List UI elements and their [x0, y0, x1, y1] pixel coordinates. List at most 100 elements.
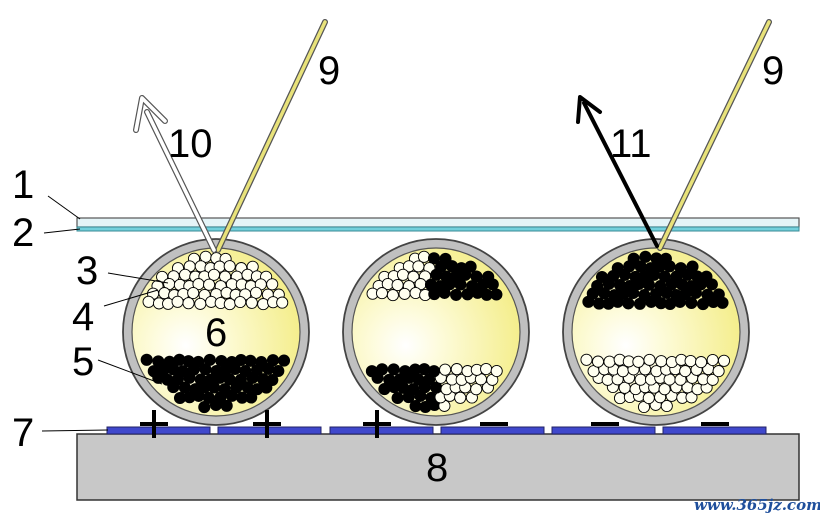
black-particle — [383, 373, 396, 386]
black-particle — [427, 365, 441, 378]
white-particle — [276, 296, 289, 309]
black-particle — [272, 364, 285, 378]
black-particle — [611, 295, 624, 308]
white-particle — [203, 278, 216, 291]
black-particle — [461, 288, 474, 301]
electrode-polarity-signs — [140, 410, 729, 438]
black-particle — [490, 288, 503, 301]
polarity-sign-text: + — [0, 0, 1, 1]
black-particle — [428, 288, 441, 301]
black-particle — [673, 295, 687, 308]
black-particle — [244, 354, 257, 367]
label-2: 2 — [12, 211, 34, 255]
black-particle — [391, 391, 404, 405]
black-particle — [696, 298, 710, 311]
leader-lines — [41, 195, 169, 432]
white-particle — [171, 295, 184, 308]
label-9-right: 9 — [762, 49, 784, 93]
white-particle — [187, 286, 200, 300]
incident-light-ray-right — [657, 19, 772, 251]
black-particle — [387, 363, 400, 376]
black-particle — [430, 268, 443, 281]
black-particle — [705, 278, 718, 291]
reflected-light-arrow — [133, 95, 217, 253]
label-9-left: 9 — [318, 49, 340, 93]
black-particle — [218, 383, 231, 396]
black-particle — [255, 356, 268, 369]
black-particle — [202, 391, 215, 404]
black-particle — [663, 260, 676, 273]
black-particle — [152, 355, 165, 368]
white-particle — [439, 363, 452, 376]
black-particle — [582, 295, 595, 308]
white-particle — [182, 297, 195, 310]
white-particle — [142, 295, 155, 308]
black-particle — [140, 353, 153, 366]
white-particle — [375, 287, 389, 300]
white-particle — [660, 399, 673, 413]
label-4: 4 — [72, 295, 94, 339]
incident-light-ray-left — [215, 19, 328, 253]
white-particle — [706, 353, 719, 367]
label-8: 8 — [426, 446, 448, 490]
transparent-electrode-layer — [76, 226, 800, 232]
white-particle — [480, 362, 493, 376]
substrate — [76, 433, 800, 501]
black-particle — [664, 297, 677, 311]
black-particle — [627, 286, 640, 300]
electrodes — [106, 426, 767, 435]
black-particle — [454, 278, 467, 291]
sign-plus — [253, 410, 281, 438]
black-particle — [376, 363, 389, 376]
capsule-1 — [122, 238, 310, 426]
black-particle — [450, 288, 463, 301]
black-particle — [685, 296, 698, 310]
white-particle — [396, 268, 410, 281]
black-particle — [486, 278, 499, 291]
top-glass-layer — [76, 217, 800, 228]
white-particle — [179, 268, 192, 281]
white-particle — [490, 364, 503, 378]
black-particle — [716, 296, 729, 309]
electrode — [440, 426, 545, 435]
black-particle — [161, 373, 174, 386]
sign-plus — [363, 410, 391, 438]
electrode — [106, 426, 211, 435]
black-particle — [407, 383, 420, 396]
white-particle — [470, 383, 483, 396]
capsule-3 — [562, 238, 750, 426]
white-particle — [717, 354, 731, 367]
white-particle — [194, 260, 207, 273]
white-particle — [706, 373, 719, 386]
white-particle — [650, 365, 663, 378]
black-particle — [215, 354, 228, 368]
white-particle — [250, 286, 263, 299]
white-particle — [223, 298, 236, 311]
white-particle — [712, 365, 725, 378]
absorbed-light-arrow — [576, 95, 659, 248]
white-particle — [616, 365, 629, 378]
white-particle — [679, 365, 692, 378]
black-particle — [266, 373, 279, 387]
label-11: 11 — [610, 122, 652, 166]
white-particle — [580, 353, 593, 366]
black-particle — [412, 373, 425, 386]
label-3: 3 — [76, 249, 98, 293]
white-particle — [603, 355, 616, 368]
white-particle — [655, 355, 668, 368]
white-particle — [613, 392, 627, 405]
white-particle — [207, 268, 221, 281]
black-particle — [239, 365, 252, 378]
black-particle — [203, 353, 216, 366]
white-particle — [684, 354, 697, 368]
black-particle — [192, 355, 205, 368]
white-particle — [634, 373, 647, 386]
electrode — [329, 426, 434, 435]
capsule-2 — [342, 238, 530, 426]
white-particle — [386, 289, 399, 302]
white-particle — [194, 297, 207, 310]
watermark: www.365jz.com — [694, 496, 820, 514]
white-particle — [266, 278, 279, 291]
black-particle — [618, 268, 631, 281]
